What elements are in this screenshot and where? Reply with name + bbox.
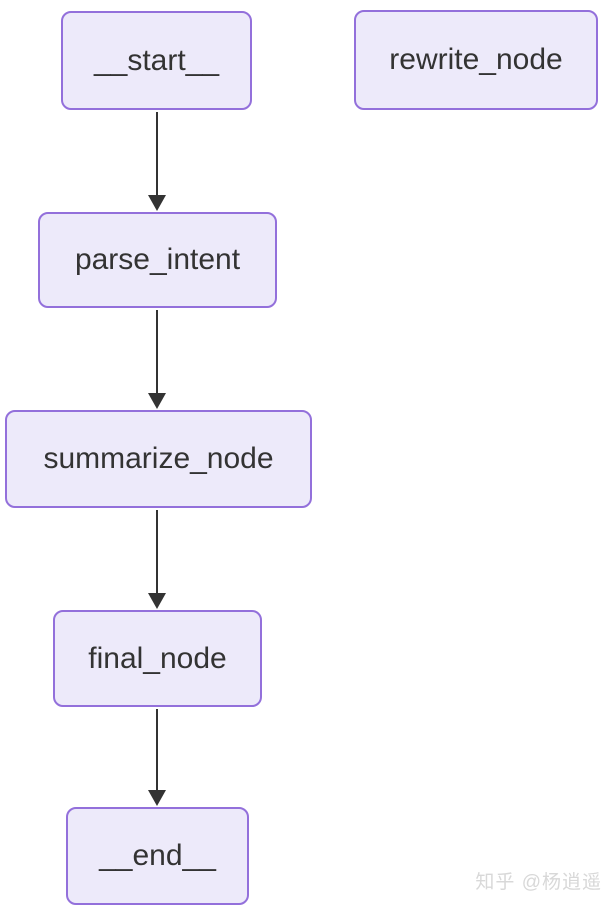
node-final-node: final_node (53, 610, 262, 707)
arrowhead-icon (148, 790, 166, 806)
node-final-node-label: final_node (88, 641, 227, 675)
node-start-label: __start__ (93, 43, 220, 77)
node-end: __end__ (66, 807, 249, 905)
watermark: 知乎 @杨逍遥 (475, 872, 602, 893)
node-rewrite-node-label: rewrite_node (389, 43, 563, 76)
node-summarize-node-label: summarize_node (43, 442, 274, 475)
arrowhead-icon (148, 195, 166, 211)
edge-parse-intent-to-summarize-node (148, 310, 166, 409)
edge-final-node-to-end (148, 709, 166, 806)
edge-start-to-parse-intent (148, 112, 166, 211)
node-parse-intent: parse_intent (38, 212, 277, 308)
node-start: __start__ (61, 11, 252, 110)
arrowhead-icon (148, 393, 166, 409)
arrowhead-icon (148, 593, 166, 609)
edge-summarize-node-to-final-node (148, 510, 166, 609)
node-end-label: __end__ (99, 839, 216, 872)
node-summarize-node: summarize_node (5, 410, 312, 508)
node-parse-intent-label: parse_intent (74, 243, 241, 276)
node-rewrite-node: rewrite_node (354, 10, 598, 110)
